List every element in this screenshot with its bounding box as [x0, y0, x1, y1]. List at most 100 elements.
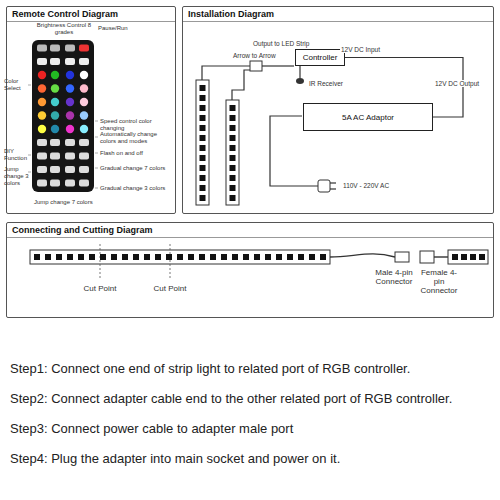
- remote-button: [79, 139, 89, 146]
- strip-wire: [202, 66, 250, 80]
- color-button: [66, 98, 74, 106]
- leader-line: [95, 153, 98, 154]
- color-button: [38, 71, 46, 79]
- remote-label: Jump change 3 colors: [4, 166, 29, 187]
- led-strip: [30, 250, 330, 264]
- adaptor-box: 5A AC Adaptor: [303, 103, 433, 131]
- remote-control: [32, 40, 94, 192]
- plug: [318, 180, 336, 192]
- panel-heading: Connecting and Cutting Diagram: [7, 223, 493, 238]
- leader-lines: [28, 85, 98, 188]
- leader-line: [95, 188, 98, 189]
- color-button: [51, 111, 59, 119]
- cut-lines: [100, 244, 170, 280]
- led-strip: [196, 80, 209, 205]
- led-chip: [210, 254, 216, 260]
- led-chip: [111, 254, 117, 260]
- color-button: [80, 125, 88, 133]
- install-label: Arrow to Arrow: [232, 52, 277, 59]
- remote-button: [65, 153, 75, 160]
- cable: [434, 256, 448, 257]
- remote-button: [65, 139, 75, 146]
- led-chip: [230, 145, 236, 151]
- led-chip: [200, 115, 206, 121]
- led-chip: [200, 155, 206, 161]
- remote-button: [50, 166, 60, 173]
- strip-wire: [232, 70, 250, 100]
- remote-label: Jump change 7 colors: [34, 199, 93, 206]
- led-chip: [230, 125, 236, 131]
- led-chip: [200, 175, 206, 181]
- led-chip: [133, 254, 139, 260]
- male-connector: [395, 252, 409, 262]
- led-chip: [230, 155, 236, 161]
- color-button: [51, 98, 59, 106]
- led-chip: [452, 254, 458, 260]
- color-button: [80, 84, 88, 92]
- led-chip: [200, 125, 206, 131]
- led-chip: [200, 135, 206, 141]
- remote-button: [37, 166, 47, 173]
- led-chip: [166, 254, 172, 260]
- led-chip: [254, 254, 260, 260]
- led-chip: [144, 254, 150, 260]
- led-chip: [470, 254, 476, 260]
- diagram-panel: Connecting and Cutting Diagram: [6, 222, 494, 318]
- led-chip: [309, 254, 315, 260]
- plug-prong: [330, 188, 336, 189]
- install-label: 12V DC Input: [340, 46, 381, 53]
- led-chip: [230, 175, 236, 181]
- led-chip: [188, 254, 194, 260]
- led-chip: [200, 85, 206, 91]
- color-button: [80, 71, 88, 79]
- led-chip: [100, 254, 106, 260]
- remote-button: [65, 58, 75, 65]
- remote-button: [50, 45, 60, 52]
- panel-heading: Installation Diagram: [183, 7, 493, 22]
- remote-button: [37, 58, 47, 65]
- color-button: [66, 84, 74, 92]
- color-button: [51, 84, 59, 92]
- led-chip: [200, 185, 206, 191]
- diagram-panel: Installation DiagramController 5A AC Adap…: [182, 6, 494, 214]
- led-chip: [230, 115, 236, 121]
- controller-box: Controller: [295, 49, 345, 66]
- step-text: Step3: Connect power cable to adapter ma…: [10, 422, 293, 437]
- panel-heading: Remote Control Diagram: [7, 7, 175, 22]
- remote-button: [50, 58, 60, 65]
- color-button: [66, 111, 74, 119]
- led-chip: [200, 105, 206, 111]
- remote-button: [79, 180, 89, 187]
- remote-button: [65, 166, 75, 173]
- led-chip: [221, 254, 227, 260]
- remote-button: [37, 45, 47, 52]
- color-button: [51, 71, 59, 79]
- led-chip: [199, 254, 205, 260]
- led-chip: [320, 254, 326, 260]
- led-chip: [479, 254, 485, 260]
- led-chip: [200, 145, 206, 151]
- color-button: [38, 111, 46, 119]
- connector-label: Male 4-pin Connector: [372, 268, 416, 286]
- remote-button: [79, 153, 89, 160]
- led-chip: [298, 254, 304, 260]
- remote-label: Speed control color changing: [100, 118, 170, 132]
- cut-point-label: Cut Point: [145, 284, 195, 293]
- led-chip: [155, 254, 161, 260]
- led-chip: [200, 195, 206, 201]
- step-text: Step2: Connect adapter cable end to the …: [10, 392, 452, 407]
- led-chip: [67, 254, 73, 260]
- diagram-panel: Remote Control Diagram: [6, 6, 176, 214]
- cable: [330, 254, 395, 257]
- color-button: [38, 125, 46, 133]
- connector-label: Female 4-pin Connector: [416, 268, 462, 296]
- wires: [202, 64, 318, 186]
- led-chip: [230, 185, 236, 191]
- cut-line: [100, 244, 101, 280]
- ir-receiver: [296, 78, 304, 84]
- color-button: [80, 98, 88, 106]
- remote-button: [50, 153, 60, 160]
- led-chip: [230, 105, 236, 111]
- step-text: Step4: Plug the adapter into main socket…: [10, 452, 340, 467]
- leader-line: [28, 85, 31, 86]
